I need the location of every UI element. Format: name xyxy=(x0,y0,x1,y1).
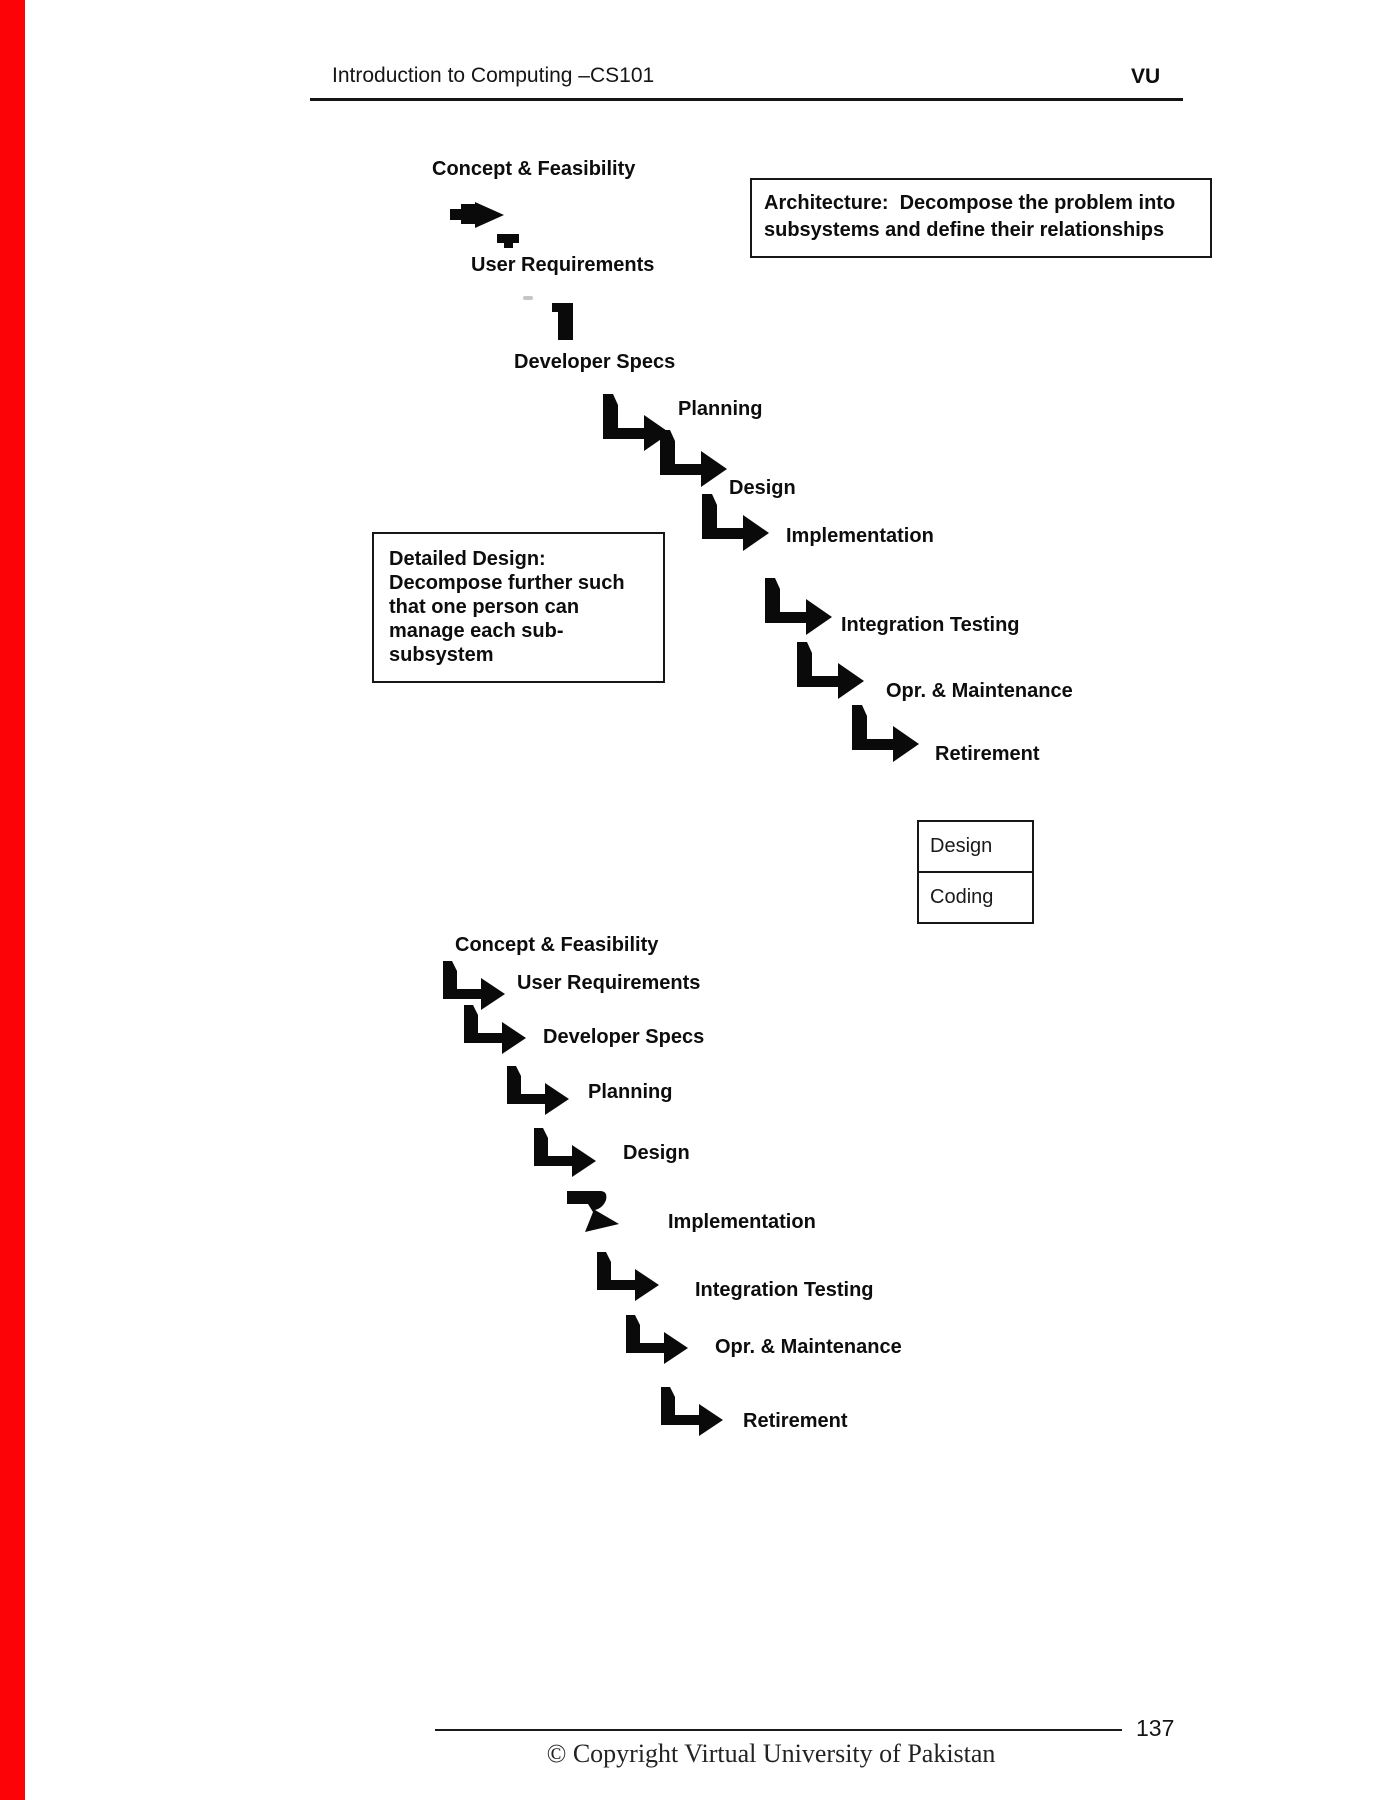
page-title: Introduction to Computing –CS101 xyxy=(332,64,655,87)
elbow-step-arrow-icon xyxy=(765,578,833,636)
broken-arrow-fragment-icon xyxy=(497,234,520,249)
elbow-step-arrow-icon xyxy=(443,961,507,1011)
print-artifact-dash xyxy=(523,296,533,300)
elbow-step-arrow-icon xyxy=(534,1128,598,1178)
vu-logo: VU xyxy=(1131,65,1161,88)
elbow-step-arrow-icon xyxy=(464,1005,528,1055)
page-number: 137 xyxy=(1136,1715,1175,1741)
design-coding-box: Design Coding xyxy=(917,820,1034,924)
stage-label-opr-maintenance: Opr. & Maintenance xyxy=(886,680,1073,702)
stage-label-integration-testing: Integration Testing xyxy=(841,614,1020,636)
elbow-step-arrow-icon xyxy=(507,1066,571,1116)
stage-label-design: Design xyxy=(623,1142,690,1164)
stage-label-planning: Planning xyxy=(678,398,763,420)
broken-vertical-bar-icon xyxy=(552,303,574,343)
architecture-note-box: Architecture: Decompose the problem into… xyxy=(750,178,1212,258)
left-edge-accent-bar xyxy=(0,0,25,1800)
stage-label-planning: Planning xyxy=(588,1081,673,1103)
design-cell: Design xyxy=(919,822,1032,873)
elbow-step-arrow-icon xyxy=(797,642,865,700)
stage-label-user-requirements: User Requirements xyxy=(471,254,655,276)
elbow-step-arrow-icon xyxy=(702,494,770,552)
stage-label-retirement: Retirement xyxy=(935,743,1040,765)
stage-label-design: Design xyxy=(729,477,796,499)
stage-label-developer-specs: Developer Specs xyxy=(543,1026,705,1048)
elbow-step-arrow-icon xyxy=(660,430,728,488)
stage-label-implementation: Implementation xyxy=(786,525,934,547)
stage-label-implementation: Implementation xyxy=(668,1211,816,1233)
footer-rule xyxy=(435,1729,1122,1731)
stage-label-opr-maintenance: Opr. & Maintenance xyxy=(715,1336,902,1358)
stage-label-retirement: Retirement xyxy=(743,1410,848,1432)
header-rule xyxy=(310,98,1183,101)
stage-label-concept: Concept & Feasibility xyxy=(455,934,659,956)
stage-label-developer-specs: Developer Specs xyxy=(514,351,676,373)
elbow-step-arrow-icon xyxy=(661,1387,725,1437)
elbow-step-arrow-icon xyxy=(603,394,671,452)
stage-label-concept: Concept & Feasibility xyxy=(432,158,636,180)
broken-right-arrow-icon xyxy=(450,202,506,230)
coding-cell: Coding xyxy=(930,886,994,908)
stage-label-user-requirements: User Requirements xyxy=(517,972,701,994)
hooked-down-arrow-icon xyxy=(567,1191,625,1237)
elbow-step-arrow-icon xyxy=(852,705,920,763)
elbow-step-arrow-icon xyxy=(597,1252,661,1302)
detailed-design-note-box: Detailed Design: Decompose further such … xyxy=(372,532,665,683)
copyright-text: © Copyright Virtual University of Pakist… xyxy=(546,1739,996,1768)
stage-label-integration-testing: Integration Testing xyxy=(695,1279,874,1301)
elbow-step-arrow-icon xyxy=(626,1315,690,1365)
